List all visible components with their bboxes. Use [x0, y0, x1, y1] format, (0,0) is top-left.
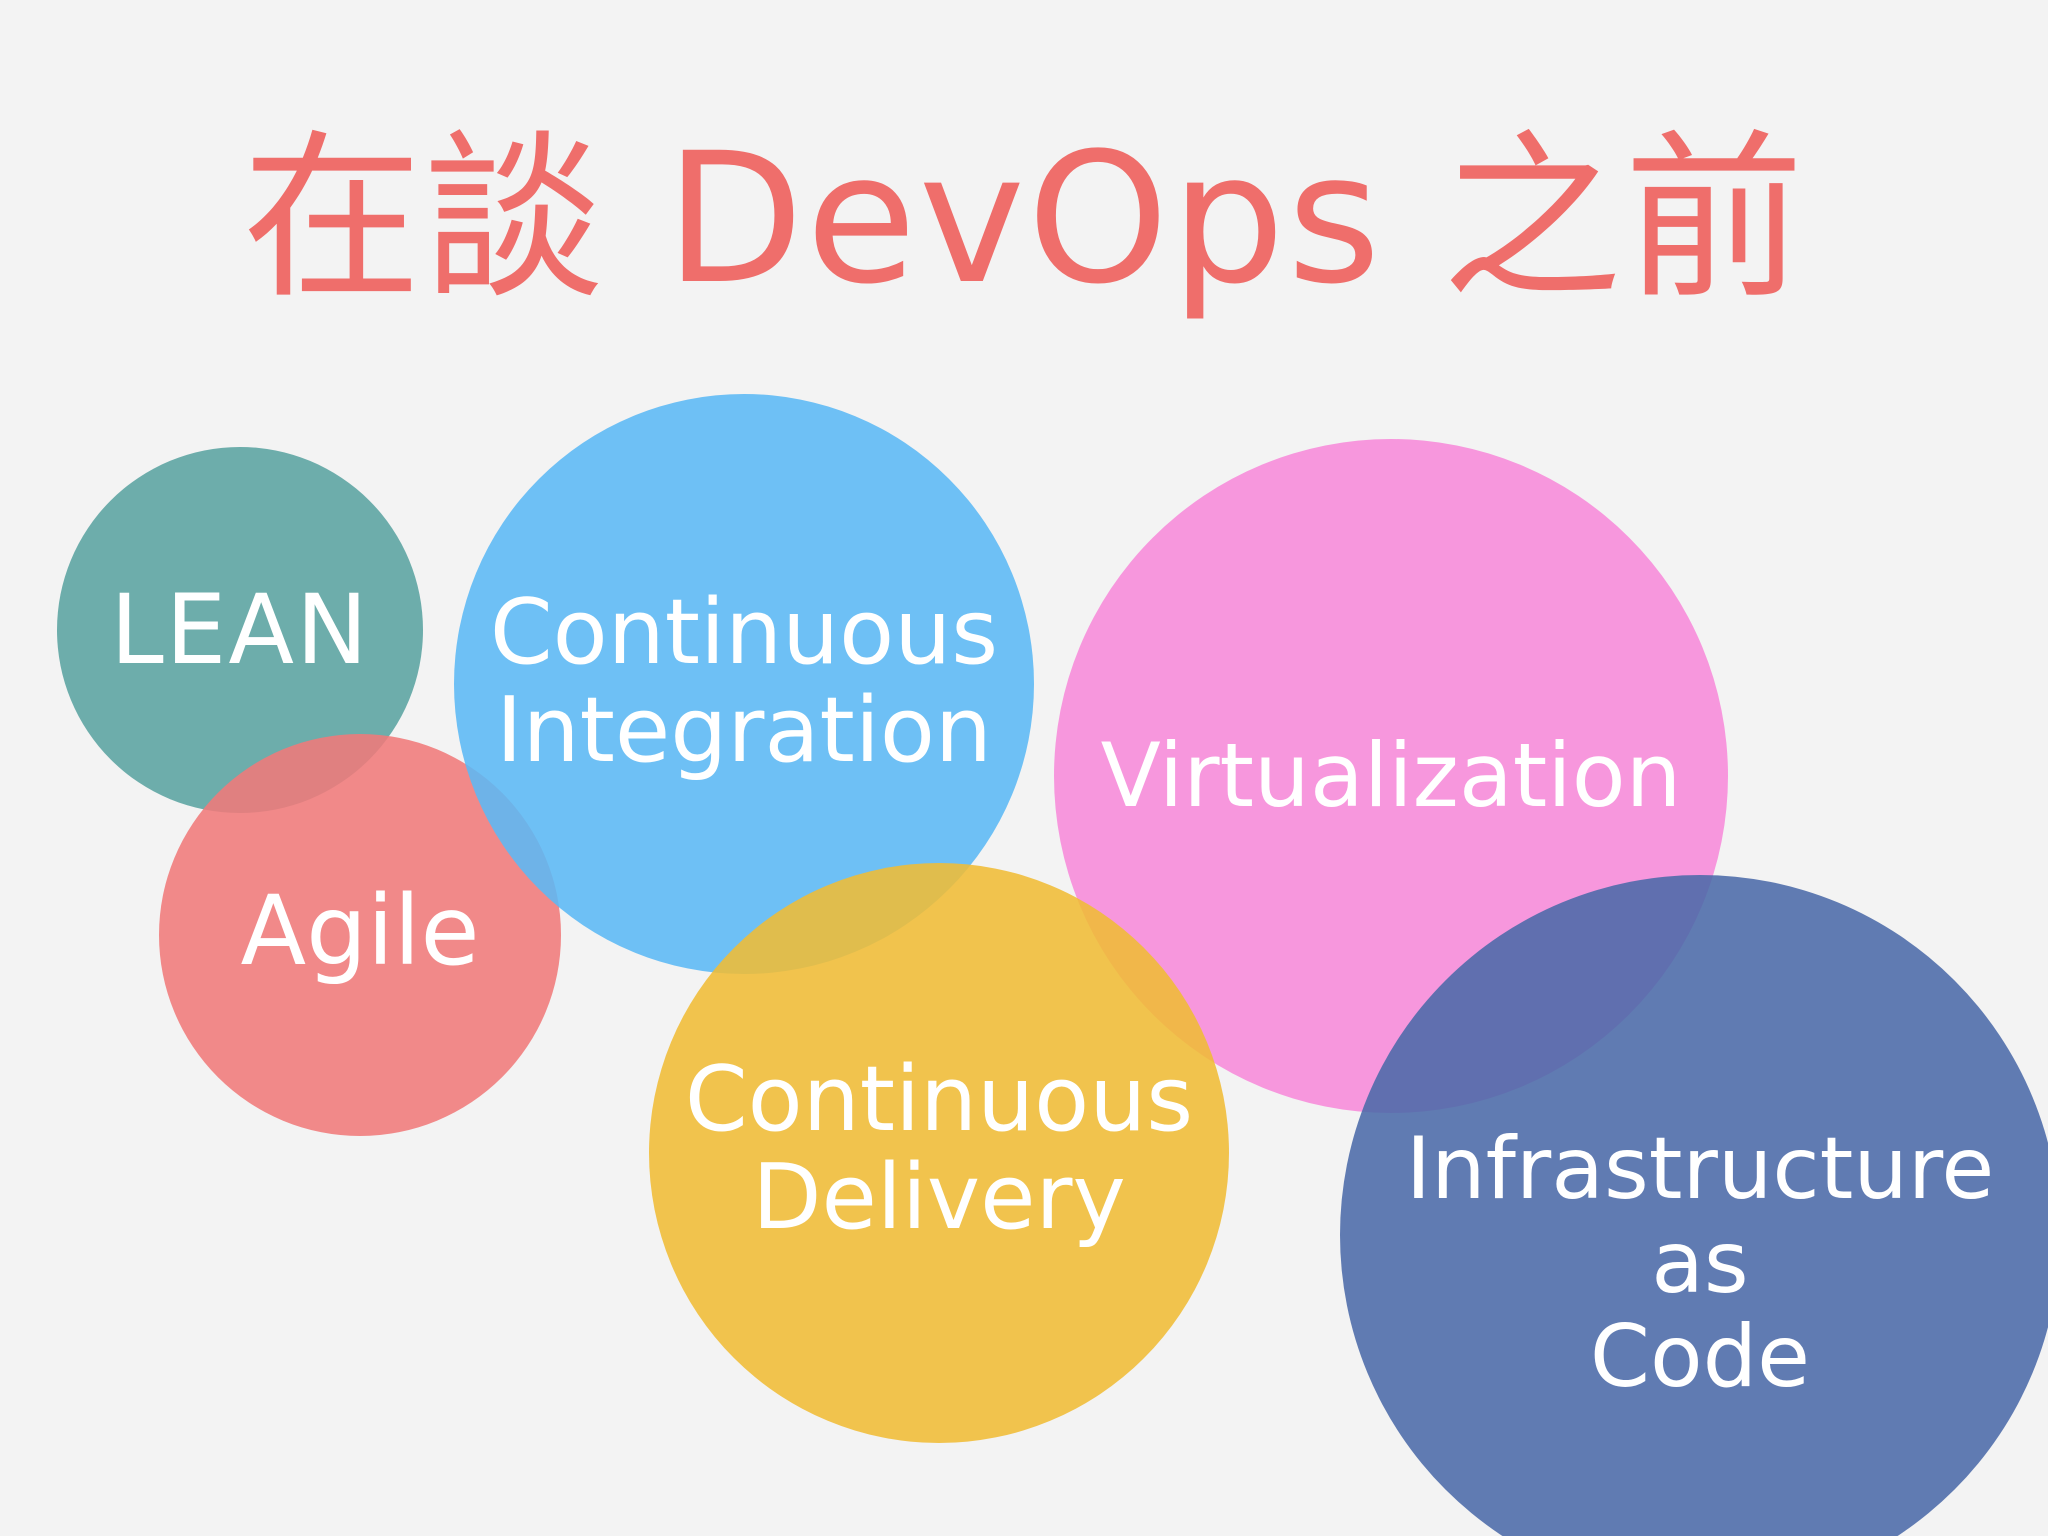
slide-title: 在談 DevOps 之前: [241, 115, 1807, 324]
continuous-delivery-label-line-1: Continuous: [684, 1047, 1194, 1152]
lean-label-line-1: LEAN: [110, 574, 370, 686]
virtualization-label: Virtualization: [1054, 721, 1728, 831]
infrastructure-as-code-label-line-1: Infrastructure: [1405, 1119, 1995, 1219]
continuous-integration-label: Continuous Integration: [454, 584, 1034, 780]
infrastructure-as-code-bubble: [1340, 875, 2048, 1536]
lean-label: LEAN: [57, 575, 423, 685]
continuous-integration-label-line-1: Continuous: [489, 580, 999, 685]
infrastructure-as-code-label: Infrastructure as Code: [1340, 1122, 2048, 1404]
virtualization-label-line-1: Virtualization: [1100, 724, 1682, 827]
agile-label-line-1: Agile: [240, 875, 480, 987]
continuous-integration-label-line-2: Integration: [496, 678, 992, 783]
infrastructure-as-code-label-line-2: as: [1651, 1213, 1749, 1313]
infrastructure-as-code-label-line-3: Code: [1589, 1307, 1811, 1407]
continuous-delivery-bubble: [649, 863, 1229, 1443]
agile-label: Agile: [159, 876, 561, 986]
continuous-delivery-label-line-2: Delivery: [752, 1145, 1126, 1250]
continuous-delivery-label: Continuous Delivery: [649, 1051, 1229, 1247]
